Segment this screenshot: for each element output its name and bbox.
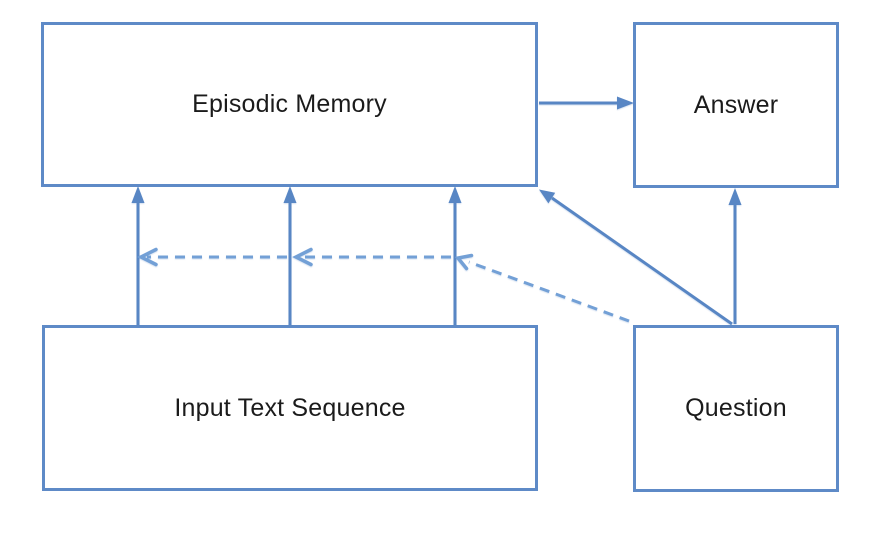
question-to-answer-arrow-head [728,188,742,205]
episodic-memory-label: Episodic Memory [192,90,387,118]
answer-label: Answer [693,90,779,119]
dashed-arrow-3-to-2-head [292,247,313,267]
question-box: Question [633,325,839,492]
input-to-episodic-arrow-3-head [448,186,462,203]
input-text-sequence-box: Input Text Sequence [42,325,538,491]
question-to-episodic-arrow-head [539,189,556,204]
question-to-episodic-arrow-shaft [551,196,733,326]
input-text-sequence-label: Input Text Sequence [174,393,406,422]
question-label: Question [685,394,787,422]
answer-box: Answer [633,22,839,188]
episodic-to-answer-arrow-head [617,96,634,110]
dashed-arrow-2-to-1-head [137,247,158,267]
dashed-arrow-question-to-3-shaft [468,260,630,323]
input-to-episodic-arrow-1-head [131,186,145,203]
episodic-memory-box: Episodic Memory [41,22,538,187]
dashed-arrow-question-to-3-head [454,253,474,271]
input-to-episodic-arrow-2-head [283,186,297,203]
